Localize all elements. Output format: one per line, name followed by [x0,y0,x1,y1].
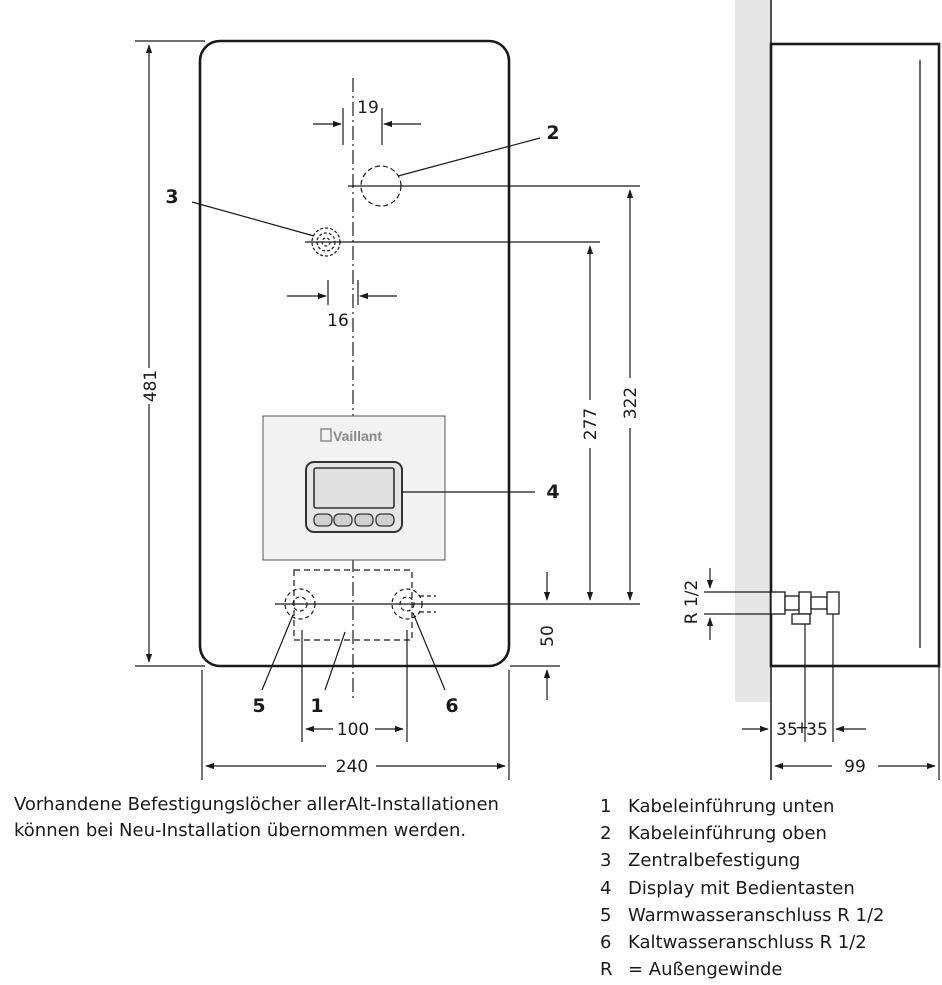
display-key-3 [354,513,374,527]
callout-4: 4 [546,481,559,503]
bottom-cable-entry [293,569,413,641]
legend-key: 4 [600,877,612,899]
wall [735,0,771,702]
legend-item: 5 Warmwasseranschluss R 1/2 [600,902,884,929]
label-height: 481 [141,370,161,402]
legend-item: 2 Kabeleinführung oben [600,820,884,847]
legend-key: 3 [600,850,612,872]
note-line-2: können bei Neu-Installation übernommen w… [14,820,467,841]
legend: 1 Kabeleinführung unten 2 Kabeleinführung … [600,793,884,983]
display-screen [313,467,395,509]
legend-text: Kabeleinführung oben [628,823,827,845]
label-center-offset-fix: 16 [327,311,349,331]
callout-3: 3 [165,186,178,208]
installation-note: Vorhandene Befestigungslöcher allerAlt-I… [14,792,594,844]
label-width: 240 [336,757,368,777]
display-key-2 [333,513,353,527]
legend-text: = Außengewinde [628,959,783,981]
device-front-outline [198,39,511,668]
legend-text: Warmwasseranschluss R 1/2 [628,904,885,926]
legend-text: Zentralbefestigung [628,850,801,872]
label-depth: 99 [844,757,866,777]
brand-logo-mark [320,428,332,442]
label-plus-sign: + [795,718,809,738]
legend-key: 6 [600,932,612,954]
label-bottom-offset: 50 [538,625,558,647]
brand-logo-text: Vaillant [333,428,382,444]
label-holes-offset: 100 [337,720,369,740]
legend-key: R [600,959,613,981]
callout-2: 2 [546,122,559,144]
display-key-1 [313,513,333,527]
label-thread-size: R 1/2 [682,580,702,625]
display-key-4 [375,513,395,527]
label-side-right: 35 [806,720,828,740]
device-side-outline [769,42,941,668]
legend-text: Kabeleinführung unten [628,796,835,817]
legend-key: 5 [600,904,612,926]
legend-key: 1 [600,796,612,817]
callout-5: 5 [252,695,265,717]
label-center-offset-top: 19 [357,98,379,118]
legend-item: 6 Kaltwasseranschluss R 1/2 [600,929,884,956]
callout-1: 1 [310,695,323,717]
callout-6: 6 [445,695,458,717]
hot-water-connection [284,588,316,620]
legend-item: 1 Kabeleinführung unten [600,793,884,820]
legend-item: R = Außengewinde [600,956,884,983]
legend-key: 2 [600,823,612,845]
legend-text: Display mit Bedientasten [628,877,855,899]
side-pipe-fitting [770,591,840,625]
legend-text: Kaltwasseranschluss R 1/2 [628,932,867,954]
cold-water-connection [391,588,436,620]
note-line-1: Vorhandene Befestigungslöcher allerAlt-I… [14,794,499,815]
legend-item: 3 Zentralbefestigung [600,847,884,874]
label-side-left: 35 [776,720,798,740]
label-top-entry-height: 322 [621,387,641,419]
legend-item: 4 Display mit Bedientasten [600,875,884,902]
label-central-fix-height: 277 [581,408,601,440]
